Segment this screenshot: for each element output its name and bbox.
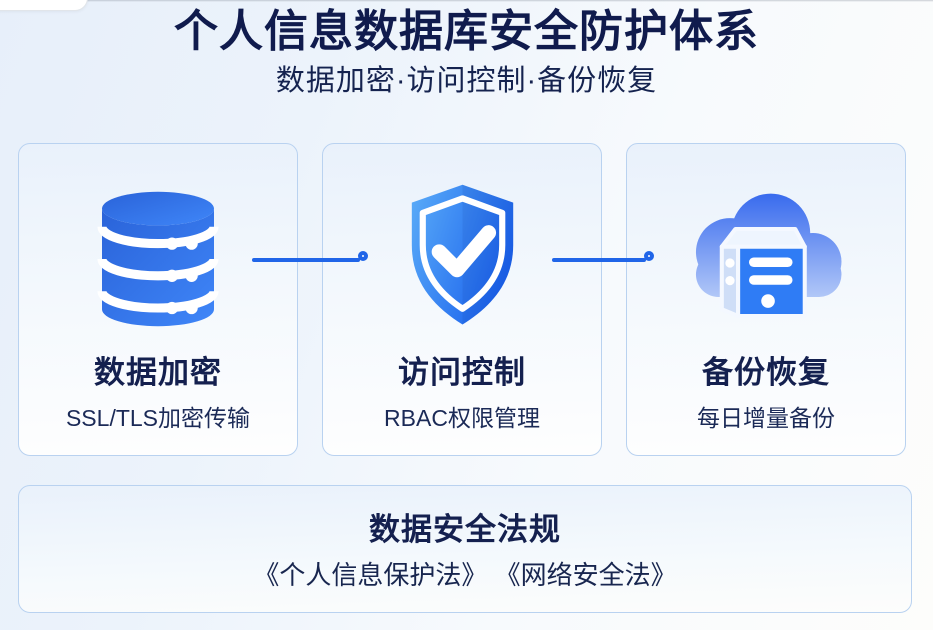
card-icon-box (19, 144, 297, 339)
feature-cards-row: 数据加密 SSL/TLS加密传输 (18, 143, 906, 456)
law-card-title: 数据安全法规 (369, 512, 561, 547)
card-subtitle: SSL/TLS加密传输 (65, 405, 251, 431)
header: 个人信息数据库安全防护体系 数据加密·访问控制·备份恢复 (0, 6, 933, 98)
connector-line-2 (552, 258, 646, 262)
card-access-control: 访问控制 RBAC权限管理 (322, 143, 602, 456)
card-icon-box (627, 144, 905, 339)
card-icon-box (323, 144, 601, 339)
connector-line-1 (252, 258, 360, 262)
page-subtitle: 数据加密·访问控制·备份恢复 (275, 65, 658, 97)
law-card-subtitle: 《个人信息保护法》 《网络安全法》 (253, 560, 677, 590)
card-data-security-laws: 数据安全法规 《个人信息保护法》 《网络安全法》 (18, 485, 912, 613)
card-data-encryption: 数据加密 SSL/TLS加密传输 (18, 143, 298, 456)
connector-endpoint-2 (644, 251, 654, 261)
connector-endpoint-1 (358, 251, 368, 261)
card-subtitle: RBAC权限管理 (384, 405, 540, 431)
cloud-backup-icon (681, 184, 851, 332)
database-icon (88, 189, 228, 334)
card-title: 数据加密 (94, 355, 222, 390)
top-edge-divider (0, 0, 933, 2)
card-title: 访问控制 (398, 355, 526, 390)
card-title: 备份恢复 (702, 355, 830, 390)
page-title: 个人信息数据库安全防护体系 (174, 7, 759, 56)
shield-check-icon (394, 178, 531, 339)
card-backup-recovery: 备份恢复 每日增量备份 (626, 143, 906, 456)
card-subtitle: 每日增量备份 (697, 405, 835, 431)
